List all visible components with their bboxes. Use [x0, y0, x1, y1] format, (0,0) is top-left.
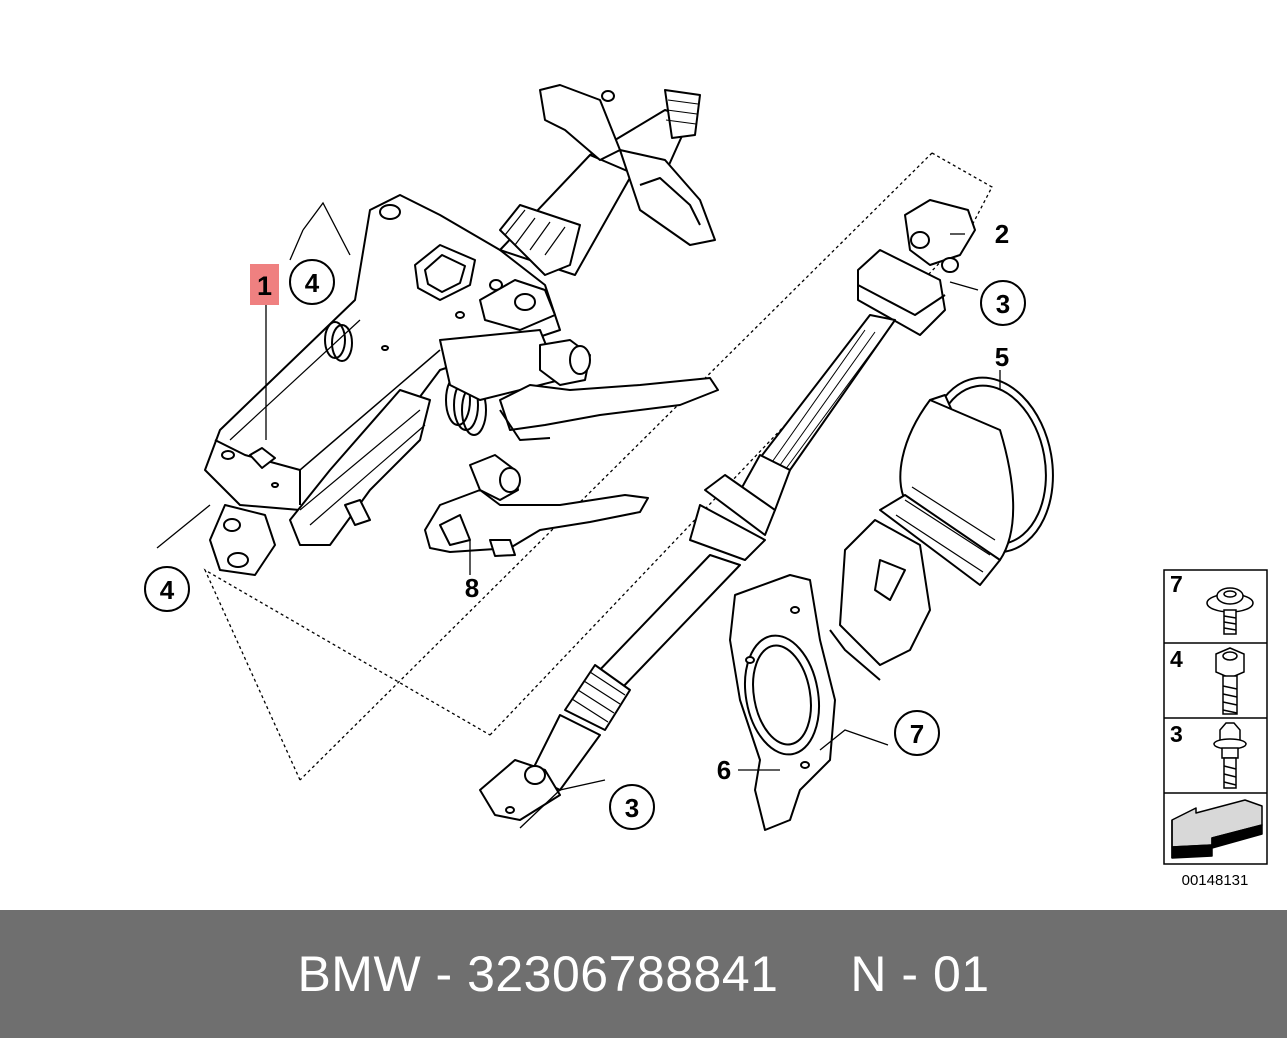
leader-lines: [156, 201, 1001, 829]
steering-column-housing: [204, 194, 561, 511]
legend-item-3: 3: [1170, 721, 1247, 789]
fastener-legend: 7 4 3: [1163, 569, 1268, 865]
mounting-plate-part-6: [729, 574, 836, 831]
flange-screw-icon: [1206, 587, 1254, 635]
caption-bar: BMW - 32306788841 N - 01: [0, 910, 1287, 1038]
svg-text:3: 3: [996, 289, 1010, 319]
svg-text:5: 5: [995, 342, 1009, 372]
svg-text:1: 1: [257, 271, 272, 301]
torx-bolt-icon: [1213, 722, 1247, 789]
adjustment-mechanism: [289, 329, 561, 546]
callout-8: 8: [465, 573, 479, 603]
upper-shaft: [499, 84, 716, 276]
callout-2: 2: [995, 219, 1009, 249]
release-lever-installed: [499, 339, 719, 441]
svg-text:6: 6: [717, 755, 731, 785]
legend-item-7: 7: [1170, 571, 1254, 635]
svg-text:3: 3: [1170, 721, 1183, 747]
svg-text:7: 7: [910, 719, 924, 749]
svg-text:2: 2: [995, 219, 1009, 249]
diagram-canvas: 1 4 4 2 3 5 8 3 6 7 7: [144, 84, 1268, 889]
callout-3-lower: 3: [609, 784, 655, 830]
diagram-reference-number: 00148131: [1182, 872, 1249, 889]
parts-diagram: 1 4 4 2 3 5 8 3 6 7 7: [144, 84, 1268, 889]
callout-4-upper: 4: [289, 259, 335, 305]
hex-bolt-icon: [1215, 647, 1245, 715]
svg-text:8: 8: [465, 573, 479, 603]
svg-text:4: 4: [1170, 646, 1183, 672]
lower-mounting-bracket: [209, 504, 276, 576]
callout-6: 6: [717, 755, 731, 785]
boot-seal-part-5: [829, 376, 1054, 681]
svg-text:4: 4: [305, 268, 320, 298]
callout-7: 7: [894, 710, 940, 756]
legend-item-arrow: [1171, 799, 1263, 859]
callout-5: 5: [995, 342, 1009, 372]
callout-3-upper: 3: [980, 280, 1026, 326]
callout-4-lower: 4: [144, 566, 190, 612]
direction-arrow-icon: [1171, 799, 1263, 859]
svg-text:7: 7: [1170, 571, 1183, 597]
legend-item-4: 4: [1170, 646, 1245, 715]
callout-1: 1: [250, 264, 279, 305]
svg-text:3: 3: [625, 793, 639, 823]
intermediate-shaft: [479, 199, 976, 821]
svg-text:4: 4: [160, 575, 175, 605]
part-number-caption: BMW - 32306788841 N - 01: [297, 946, 990, 1002]
release-lever-part-8: [424, 454, 649, 557]
